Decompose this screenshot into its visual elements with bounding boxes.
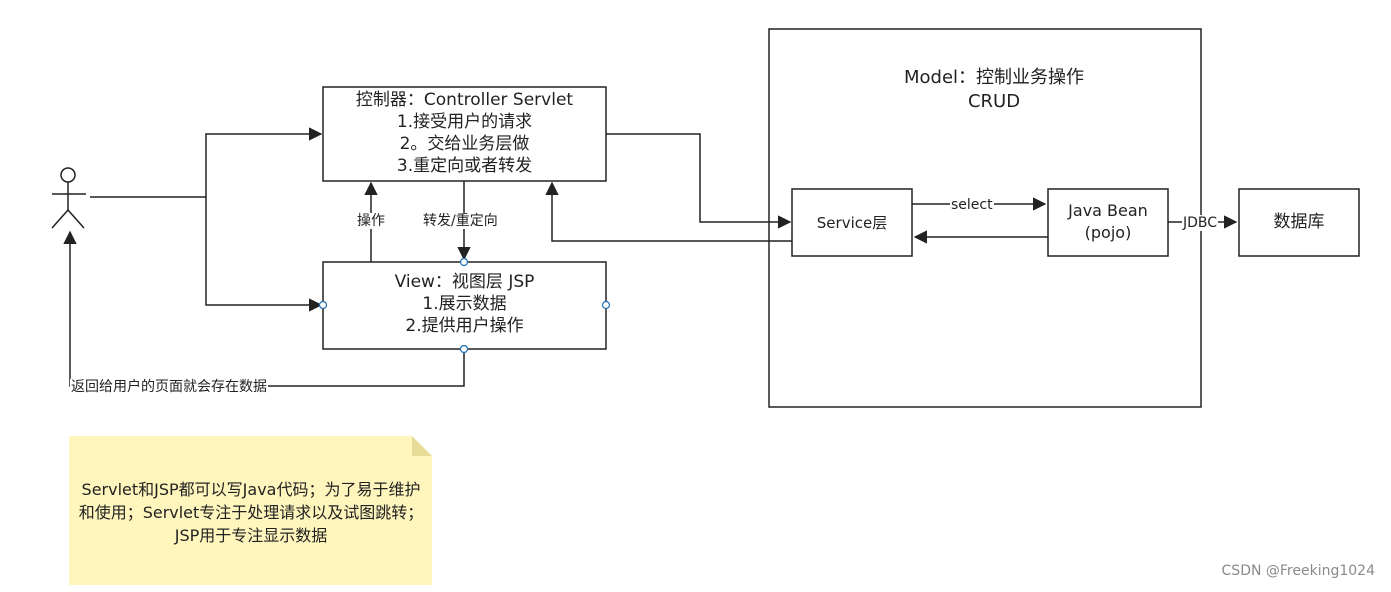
view-line-2: 2.提供用户操作 [405, 316, 524, 336]
edge-label-select: select [950, 197, 994, 213]
note-shape [69, 436, 432, 585]
controller-box[interactable] [322, 86, 607, 182]
database-box[interactable] [1238, 188, 1360, 257]
view-text: View：视图层 JSP 1.展示数据 2.提供用户操作 [323, 271, 606, 337]
controller-line-1: 1.接受用户的请求 [396, 112, 533, 132]
service-box[interactable] [791, 188, 913, 257]
view-line-1: 1.展示数据 [422, 294, 507, 314]
edge-user-to-controller [205, 127, 323, 197]
javabean-line-2: (pojo) [1084, 223, 1132, 242]
controller-title: 控制器：Controller Servlet [355, 90, 574, 110]
javabean-line-1: Java Bean [1068, 201, 1148, 220]
controller-line-2: 2。交给业务层做 [399, 134, 530, 154]
edge-label-operate: 操作 [356, 213, 386, 229]
edge-label-jdbc: JDBC [1182, 215, 1219, 231]
database-label: 数据库 [1273, 212, 1325, 232]
note-text: Servlet和JSP都可以写Java代码；为了易于维护和使用；Servlet专… [78, 480, 424, 545]
model-text: Model：控制业务操作 CRUD [769, 66, 1219, 114]
user-actor-icon [51, 167, 86, 229]
edge-service-to-controller [545, 181, 792, 242]
model-title: Model：控制业务操作 [903, 67, 1085, 88]
model-subtitle: CRUD [967, 91, 1021, 112]
edge-label-forward-redirect: 转发/重定向 [422, 213, 499, 229]
edge-user-to-view [205, 197, 323, 312]
service-label: Service层 [816, 214, 888, 232]
view-connector-right[interactable] [601, 300, 611, 310]
view-connector-bottom[interactable] [459, 344, 469, 354]
edge-label-return-to-user: 返回给用户的页面就会存在数据 [70, 379, 268, 395]
controller-text: 控制器：Controller Servlet 1.接受用户的请求 2。交给业务层… [323, 89, 606, 177]
view-connector-top[interactable] [459, 257, 469, 267]
view-connector-left[interactable] [318, 300, 328, 310]
javabean-box[interactable] [1047, 188, 1169, 257]
watermark: CSDN @Freeking1024 [1221, 563, 1375, 579]
view-title: View：视图层 JSP [394, 272, 535, 292]
javabean-text: Java Bean (pojo) [1048, 200, 1168, 244]
controller-line-3: 3.重定向或者转发 [396, 156, 533, 176]
edge-controller-to-service [606, 133, 792, 229]
